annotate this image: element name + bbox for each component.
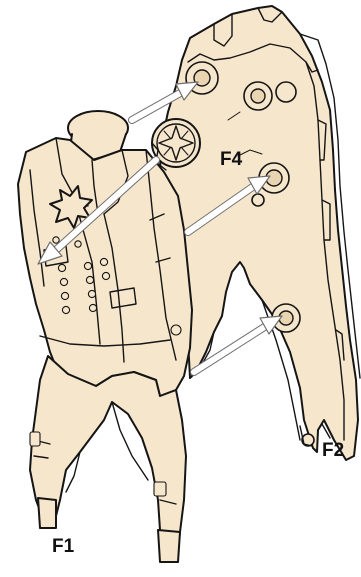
label-f2: F2 [322, 440, 344, 461]
label-f1: F1 [52, 536, 75, 557]
label-f4: F4 [220, 149, 243, 170]
part-f1-front-figure [18, 111, 192, 562]
